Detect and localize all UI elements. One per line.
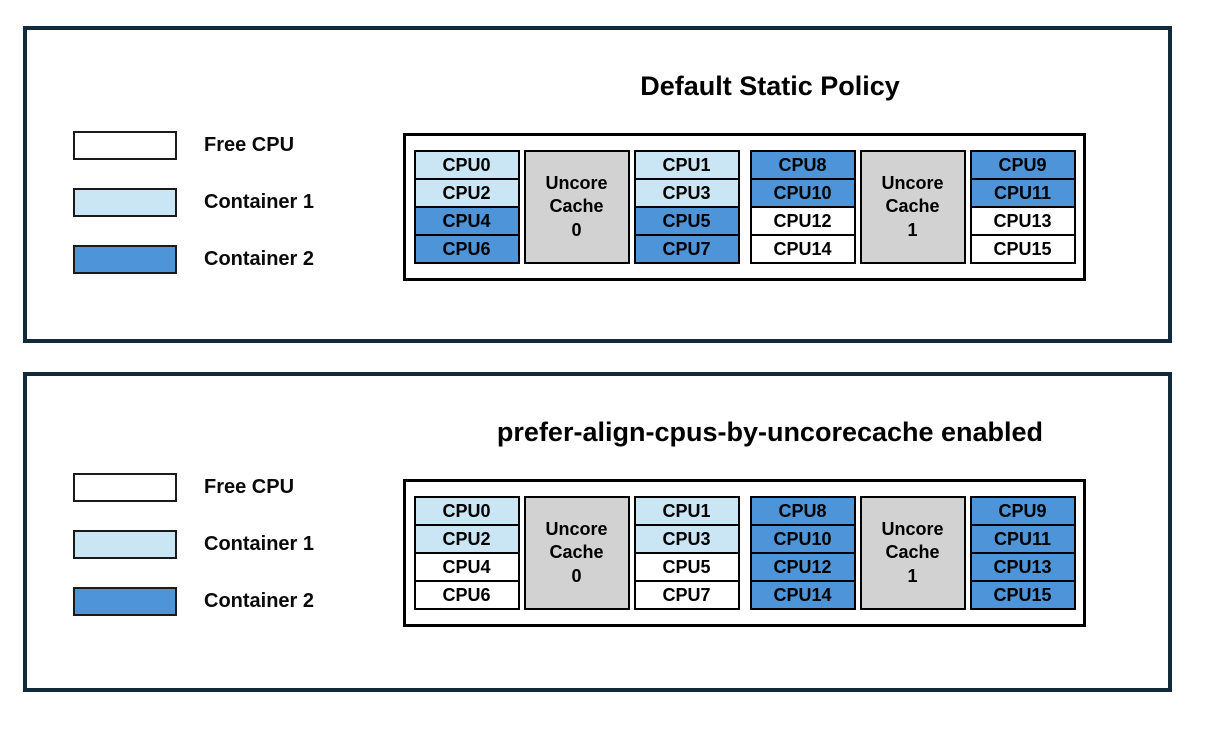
cpu-cell-cpu14: CPU14 [749, 234, 856, 264]
uncore-cache-block-0: Uncore Cache 0 [523, 496, 630, 610]
cpu-cell-cpu1: CPU1 [633, 496, 740, 526]
cpu-cell-cpu7: CPU7 [633, 580, 740, 610]
cpu-cell-cpu2: CPU2 [413, 178, 520, 208]
cpu-cell-cpu5: CPU5 [633, 206, 740, 236]
cpu-cell-cpu6: CPU6 [413, 234, 520, 264]
cpu-cell-cpu4: CPU4 [413, 206, 520, 236]
legend-item-container2: Container 2 [73, 245, 314, 274]
cpu-cell-cpu4: CPU4 [413, 552, 520, 582]
legend-item-free: Free CPU [73, 131, 314, 160]
panel-title: prefer-align-cpus-by-uncorecache enabled [496, 417, 1044, 447]
legend-label: Container 1 [204, 191, 315, 213]
cpu-cell-cpu10: CPU10 [749, 178, 856, 208]
cpu-cell-cpu8: CPU8 [749, 150, 856, 180]
cpu-cell-cpu0: CPU0 [413, 496, 520, 526]
legend-label: Container 1 [204, 533, 315, 555]
cpu-cell-cpu12: CPU12 [749, 552, 856, 582]
cpu-cell-cpu5: CPU5 [633, 552, 740, 582]
cpu-cell-cpu15: CPU15 [969, 580, 1076, 610]
legend: Free CPU Container 1 Container 2 [73, 473, 314, 616]
legend: Free CPU Container 1 Container 2 [73, 131, 314, 274]
cpu-cell-cpu7: CPU7 [633, 234, 740, 264]
legend-swatch-container2 [73, 587, 177, 616]
cpu-cell-cpu9: CPU9 [969, 496, 1076, 526]
legend-item-container1: Container 1 [73, 188, 314, 217]
cpu-cell-cpu0: CPU0 [413, 150, 520, 180]
cpu-cell-cpu1: CPU1 [633, 150, 740, 180]
cpu-cell-cpu10: CPU10 [749, 524, 856, 554]
legend-item-free: Free CPU [73, 473, 314, 502]
cpu-cell-cpu9: CPU9 [969, 150, 1076, 180]
cpu-cell-cpu12: CPU12 [749, 206, 856, 236]
panel-default-static-policy: Default Static Policy Free CPU Container … [23, 26, 1172, 343]
panel-title: Default Static Policy [640, 71, 900, 101]
legend-swatch-free [73, 131, 177, 160]
cpu-cell-cpu15: CPU15 [969, 234, 1076, 264]
cpu-cell-cpu3: CPU3 [633, 524, 740, 554]
cpu-cell-cpu8: CPU8 [749, 496, 856, 526]
cpu-cell-cpu2: CPU2 [413, 524, 520, 554]
cpu-cell-cpu13: CPU13 [969, 552, 1076, 582]
cpu-cell-cpu3: CPU3 [633, 178, 740, 208]
legend-label: Free CPU [204, 134, 295, 156]
uncore-cache-block-0: Uncore Cache 0 [523, 150, 630, 264]
cpu-cell-cpu11: CPU11 [969, 178, 1076, 208]
uncore-cache-block-1: Uncore Cache 1 [859, 496, 966, 610]
legend-label: Container 2 [204, 248, 315, 270]
legend-item-container1: Container 1 [73, 530, 314, 559]
cpu-cell-cpu11: CPU11 [969, 524, 1076, 554]
legend-swatch-free [73, 473, 177, 502]
legend-label: Free CPU [204, 476, 295, 498]
legend-item-container2: Container 2 [73, 587, 314, 616]
legend-swatch-container1 [73, 530, 177, 559]
cpu-cell-cpu6: CPU6 [413, 580, 520, 610]
cpu-cell-cpu13: CPU13 [969, 206, 1076, 236]
uncore-cache-block-1: Uncore Cache 1 [859, 150, 966, 264]
legend-label: Container 2 [204, 590, 315, 612]
cpu-cell-cpu14: CPU14 [749, 580, 856, 610]
panel-prefer-align-uncorecache-enabled: prefer-align-cpus-by-uncorecache enabled… [23, 372, 1172, 692]
legend-swatch-container1 [73, 188, 177, 217]
legend-swatch-container2 [73, 245, 177, 274]
